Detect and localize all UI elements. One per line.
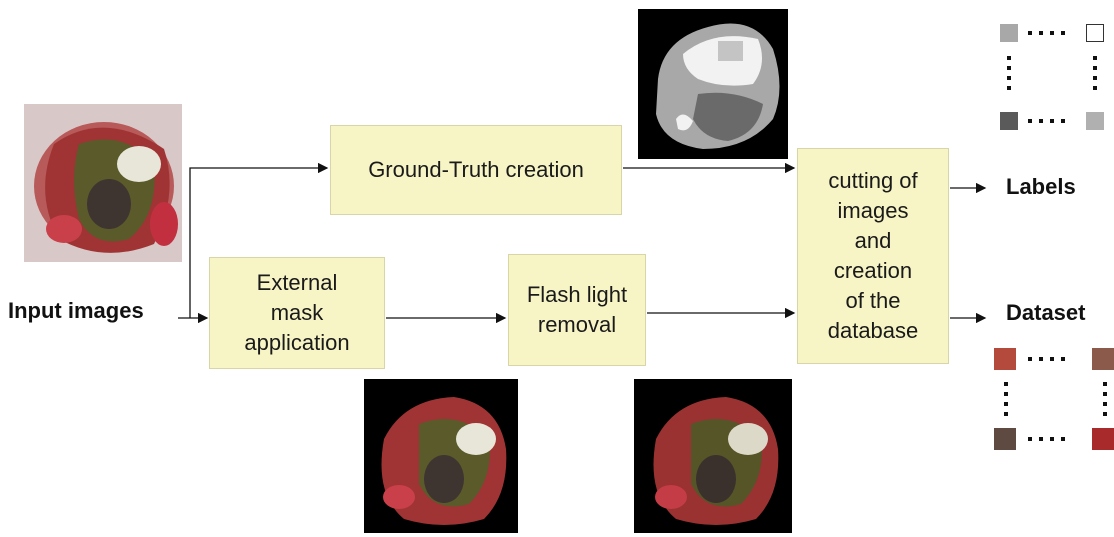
labels-left-dots — [1007, 56, 1011, 96]
labels-output-label: Labels — [1006, 174, 1076, 200]
dataset-patch-2 — [1092, 348, 1114, 370]
dataset-left-dots — [1004, 382, 1008, 422]
labels-top-dots — [1028, 31, 1065, 35]
dataset-patch-3 — [994, 428, 1016, 450]
dataset-patch-4 — [1092, 428, 1114, 450]
dataset-output-label: Dataset — [1006, 300, 1085, 326]
label-swatch-white — [1086, 24, 1104, 42]
dataset-patch-1 — [994, 348, 1016, 370]
labels-bottom-dots — [1028, 119, 1065, 123]
dataset-bottom-dots — [1028, 437, 1065, 441]
dataset-right-dots — [1103, 382, 1107, 422]
arrow-input-to-ground-truth — [190, 168, 327, 318]
labels-right-dots — [1093, 56, 1097, 96]
label-swatch-mid-gray — [1086, 112, 1104, 130]
label-swatch-light-gray — [1000, 24, 1018, 42]
label-swatch-dark-gray — [1000, 112, 1018, 130]
dataset-top-dots — [1028, 357, 1065, 361]
